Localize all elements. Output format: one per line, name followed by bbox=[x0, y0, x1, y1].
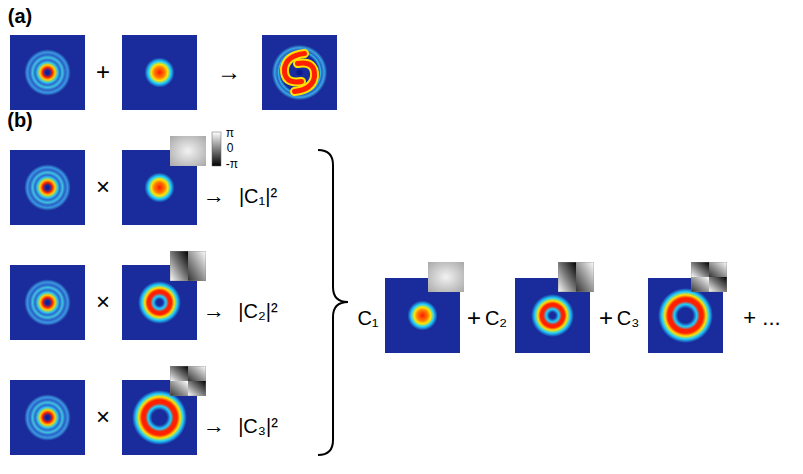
curly-brace bbox=[318, 150, 348, 455]
arrow-symbol: → bbox=[203, 299, 225, 323]
plus-sign: + bbox=[96, 59, 110, 85]
coefficient-label: |C₂|² bbox=[238, 300, 277, 322]
arrow-symbol: → bbox=[217, 59, 241, 85]
colorbar-tick: -π bbox=[226, 158, 238, 171]
coefficient-label: |C₃|² bbox=[238, 415, 278, 437]
phase-colorbar bbox=[212, 132, 221, 166]
panel-label: (a) bbox=[8, 5, 32, 27]
coefficient-label: C₃ bbox=[617, 307, 640, 329]
coefficient-label: C₂ bbox=[485, 307, 507, 329]
arrow-symbol: → bbox=[203, 184, 225, 208]
colorbar-tick: 0 bbox=[227, 142, 234, 155]
ellipsis-term: + ... bbox=[743, 306, 780, 330]
times-sign: × bbox=[96, 289, 110, 315]
colorbar-tick: π bbox=[226, 127, 234, 140]
arrow-symbol: → bbox=[203, 414, 225, 438]
spiral-beam bbox=[262, 35, 337, 110]
plus-sign: + bbox=[467, 305, 481, 331]
coefficient-label: |C₁|² bbox=[239, 185, 277, 207]
panel-label: (b) bbox=[7, 109, 33, 131]
times-sign: × bbox=[96, 174, 110, 200]
times-sign: × bbox=[96, 404, 110, 430]
coefficient-label: C₁ bbox=[357, 307, 378, 329]
plus-sign: + bbox=[599, 305, 613, 331]
